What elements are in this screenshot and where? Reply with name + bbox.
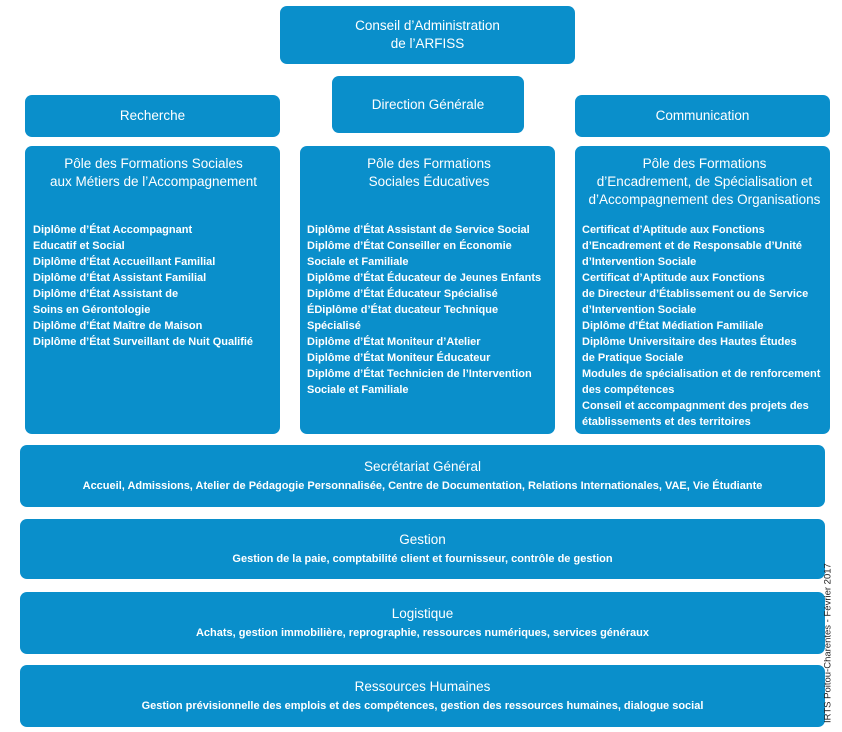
pole-list: Diplôme d’État Assistant de Service Soci… bbox=[307, 222, 551, 398]
list-item: d’Encadrement et de Responsable d’Unité bbox=[582, 240, 803, 252]
band-subtitle: Gestion de la paie, comptabilité client … bbox=[232, 553, 613, 565]
band-subtitle: Gestion prévisionnelle des emplois et de… bbox=[141, 700, 704, 712]
pole-list: Certificat d’Aptitude aux Fonctions d’En… bbox=[582, 222, 827, 430]
band-subtitle: Achats, gestion immobilière, reprographi… bbox=[195, 627, 649, 639]
list-item: Diplôme d’État Accompagnant bbox=[33, 224, 193, 236]
pole-title: Pôle des Formations Sociales aux Métiers… bbox=[49, 156, 258, 189]
list-item: Spécialisé bbox=[307, 320, 361, 332]
secretariat-general-box: Secrétariat Général Accueil, Admissions,… bbox=[20, 445, 825, 507]
list-item: d’Intervention Sociale bbox=[582, 304, 697, 316]
credit-text: IRTS Poitou-Charentes - Février 2017 bbox=[822, 563, 834, 723]
list-item: Diplôme d’État Accueillant Familial bbox=[33, 256, 216, 268]
conseil-administration-line2: de l’ARFISS bbox=[390, 36, 465, 51]
band-title: Ressources Humaines bbox=[354, 679, 491, 694]
list-item: de Directeur d’Établissement ou de Servi… bbox=[582, 288, 809, 300]
pole-accompagnement: Pôle des Formations Sociales aux Métiers… bbox=[25, 146, 280, 434]
list-item: Diplôme d’État Assistant de bbox=[33, 288, 179, 300]
list-item: Certificat d’Aptitude aux Fonctions bbox=[582, 272, 765, 284]
list-item: Diplôme d’État Assistant de Service Soci… bbox=[307, 224, 530, 236]
band-title: Secrétariat Général bbox=[363, 459, 482, 474]
pole-educatives: Pôle des Formations Sociales Éducatives … bbox=[300, 146, 555, 434]
list-item: ÉDiplôme d’État ducateur Technique bbox=[307, 304, 499, 316]
list-item: Diplôme d’État Moniteur d’Atelier bbox=[307, 336, 481, 348]
list-item: Sociale et Familiale bbox=[307, 256, 409, 268]
band-subtitle: Accueil, Admissions, Atelier de Pédagogi… bbox=[82, 480, 763, 492]
pole-title: Pôle des Formations d’Encadrement, de Sp… bbox=[588, 156, 821, 207]
list-item: Diplôme d’État Moniteur Éducateur bbox=[307, 352, 491, 364]
list-item: Diplôme d’État Éducateur Spécialisé bbox=[307, 288, 498, 300]
list-item: Sociale et Familiale bbox=[307, 384, 409, 396]
pole-encadrement: Pôle des Formations d’Encadrement, de Sp… bbox=[575, 146, 830, 434]
band-title: Logistique bbox=[391, 606, 454, 621]
list-item: de Pratique Sociale bbox=[582, 352, 684, 364]
list-item: Diplôme d’État Conseiller en Économie bbox=[307, 240, 512, 252]
list-item: Diplôme d’État Surveillant de Nuit Quali… bbox=[33, 336, 254, 348]
communication-label: Communication bbox=[655, 108, 750, 123]
list-item: Educatif et Social bbox=[33, 240, 125, 252]
direction-generale-label: Direction Générale bbox=[371, 96, 485, 112]
list-item: Diplôme d’État Maître de Maison bbox=[33, 320, 203, 332]
recherche-label: Recherche bbox=[119, 108, 186, 123]
direction-generale-box: Direction Générale bbox=[332, 76, 524, 133]
list-item: Diplôme d’État Assistant Familial bbox=[33, 272, 207, 284]
pole-title: Pôle des Formations Sociales Éducatives bbox=[367, 156, 491, 189]
ressources-humaines-box: Ressources Humaines Gestion prévisionnel… bbox=[20, 665, 825, 727]
conseil-administration-box: Conseil d’Administration de l’ARFISS bbox=[280, 6, 575, 64]
logistique-box: Logistique Achats, gestion immobilière, … bbox=[20, 592, 825, 654]
gestion-box: Gestion Gestion de la paie, comptabilité… bbox=[20, 519, 825, 579]
list-item: établissements et des territoires bbox=[582, 416, 751, 428]
pole-list: Diplôme d’État Accompagnant Educatif et … bbox=[33, 222, 274, 350]
list-item: Conseil et accompagnment des projets des bbox=[582, 400, 809, 412]
list-item: d’Intervention Sociale bbox=[582, 256, 697, 268]
communication-box: Communication bbox=[575, 95, 830, 137]
list-item: Diplôme d’État Médiation Familiale bbox=[582, 320, 764, 332]
list-item: Diplôme d’État Technicien de l’Intervent… bbox=[307, 368, 532, 380]
list-item: Soins en Gérontologie bbox=[33, 304, 151, 316]
list-item: Diplôme Universitaire des Hautes Études bbox=[582, 336, 797, 348]
recherche-box: Recherche bbox=[25, 95, 280, 137]
list-item: Diplôme d’État Éducateur de Jeunes Enfan… bbox=[307, 272, 542, 284]
list-item: Certificat d’Aptitude aux Fonctions bbox=[582, 224, 765, 236]
list-item: des compétences bbox=[582, 384, 675, 396]
band-title: Gestion bbox=[399, 532, 446, 547]
list-item: Modules de spécialisation et de renforce… bbox=[582, 368, 821, 380]
conseil-administration-line1: Conseil d’Administration bbox=[355, 18, 500, 33]
